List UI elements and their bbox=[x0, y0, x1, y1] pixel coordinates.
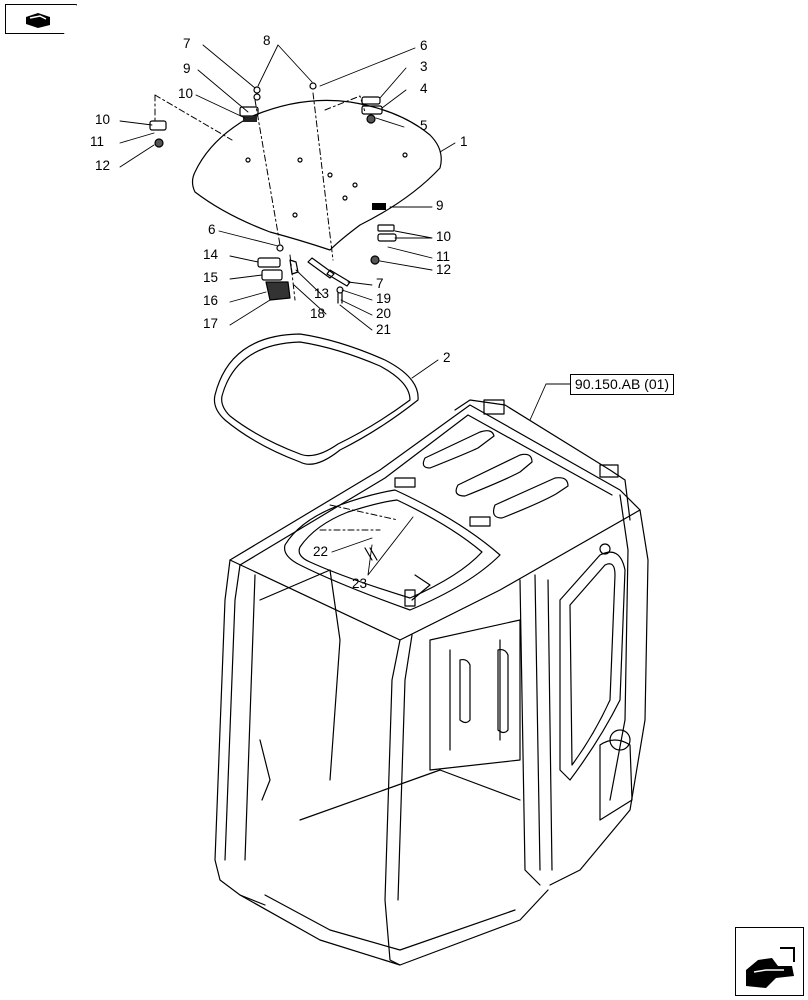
callout-label[interactable]: 3 bbox=[420, 59, 428, 74]
nav-back-button[interactable] bbox=[5, 4, 77, 34]
callout-label[interactable]: 10 bbox=[95, 112, 110, 127]
callout-label[interactable]: 1 bbox=[460, 134, 468, 149]
callout-label[interactable]: 22 bbox=[313, 544, 328, 559]
hatch-seal bbox=[213, 333, 419, 465]
callout-label[interactable]: 10 bbox=[178, 86, 193, 101]
callout-label[interactable]: 2 bbox=[443, 350, 451, 365]
callout-label[interactable]: 8 bbox=[263, 33, 271, 48]
callout-label[interactable]: 17 bbox=[203, 316, 218, 331]
callout-label[interactable]: 18 bbox=[310, 306, 325, 321]
callout-label[interactable]: 11 bbox=[90, 134, 104, 149]
callout-label[interactable]: 16 bbox=[203, 293, 218, 308]
roof-hatch-panel bbox=[191, 99, 442, 251]
callout-label[interactable]: 5 bbox=[420, 118, 428, 133]
callout-label[interactable]: 15 bbox=[203, 270, 218, 285]
callout-label[interactable]: 14 bbox=[203, 247, 219, 262]
hand-pointer-back-icon bbox=[26, 13, 50, 28]
callout-label[interactable]: 20 bbox=[376, 306, 391, 321]
callout-label[interactable]: 6 bbox=[420, 38, 428, 53]
callout-label[interactable]: 23 bbox=[352, 576, 367, 591]
callout-label[interactable]: 10 bbox=[436, 229, 451, 244]
reference-label[interactable]: 90.150.AB (01) bbox=[570, 374, 674, 395]
callout-label[interactable]: 7 bbox=[376, 276, 384, 291]
cab-frame bbox=[214, 399, 649, 966]
callout-label[interactable]: 11 bbox=[436, 249, 450, 264]
callout-label[interactable]: 4 bbox=[420, 81, 428, 96]
nav-forward-button[interactable] bbox=[735, 927, 804, 996]
callout-label[interactable]: 7 bbox=[183, 36, 191, 51]
hand-pointer-forward-icon bbox=[746, 947, 795, 988]
callout-label[interactable]: 19 bbox=[376, 291, 391, 306]
callout-label[interactable]: 12 bbox=[95, 158, 110, 173]
callout-label[interactable]: 21 bbox=[376, 322, 391, 337]
callout-label[interactable]: 6 bbox=[208, 222, 216, 237]
callout-label[interactable]: 9 bbox=[183, 61, 191, 76]
callout-label[interactable]: 13 bbox=[314, 286, 329, 301]
callout-label[interactable]: 12 bbox=[436, 262, 451, 277]
callout-label[interactable]: 9 bbox=[436, 198, 444, 213]
